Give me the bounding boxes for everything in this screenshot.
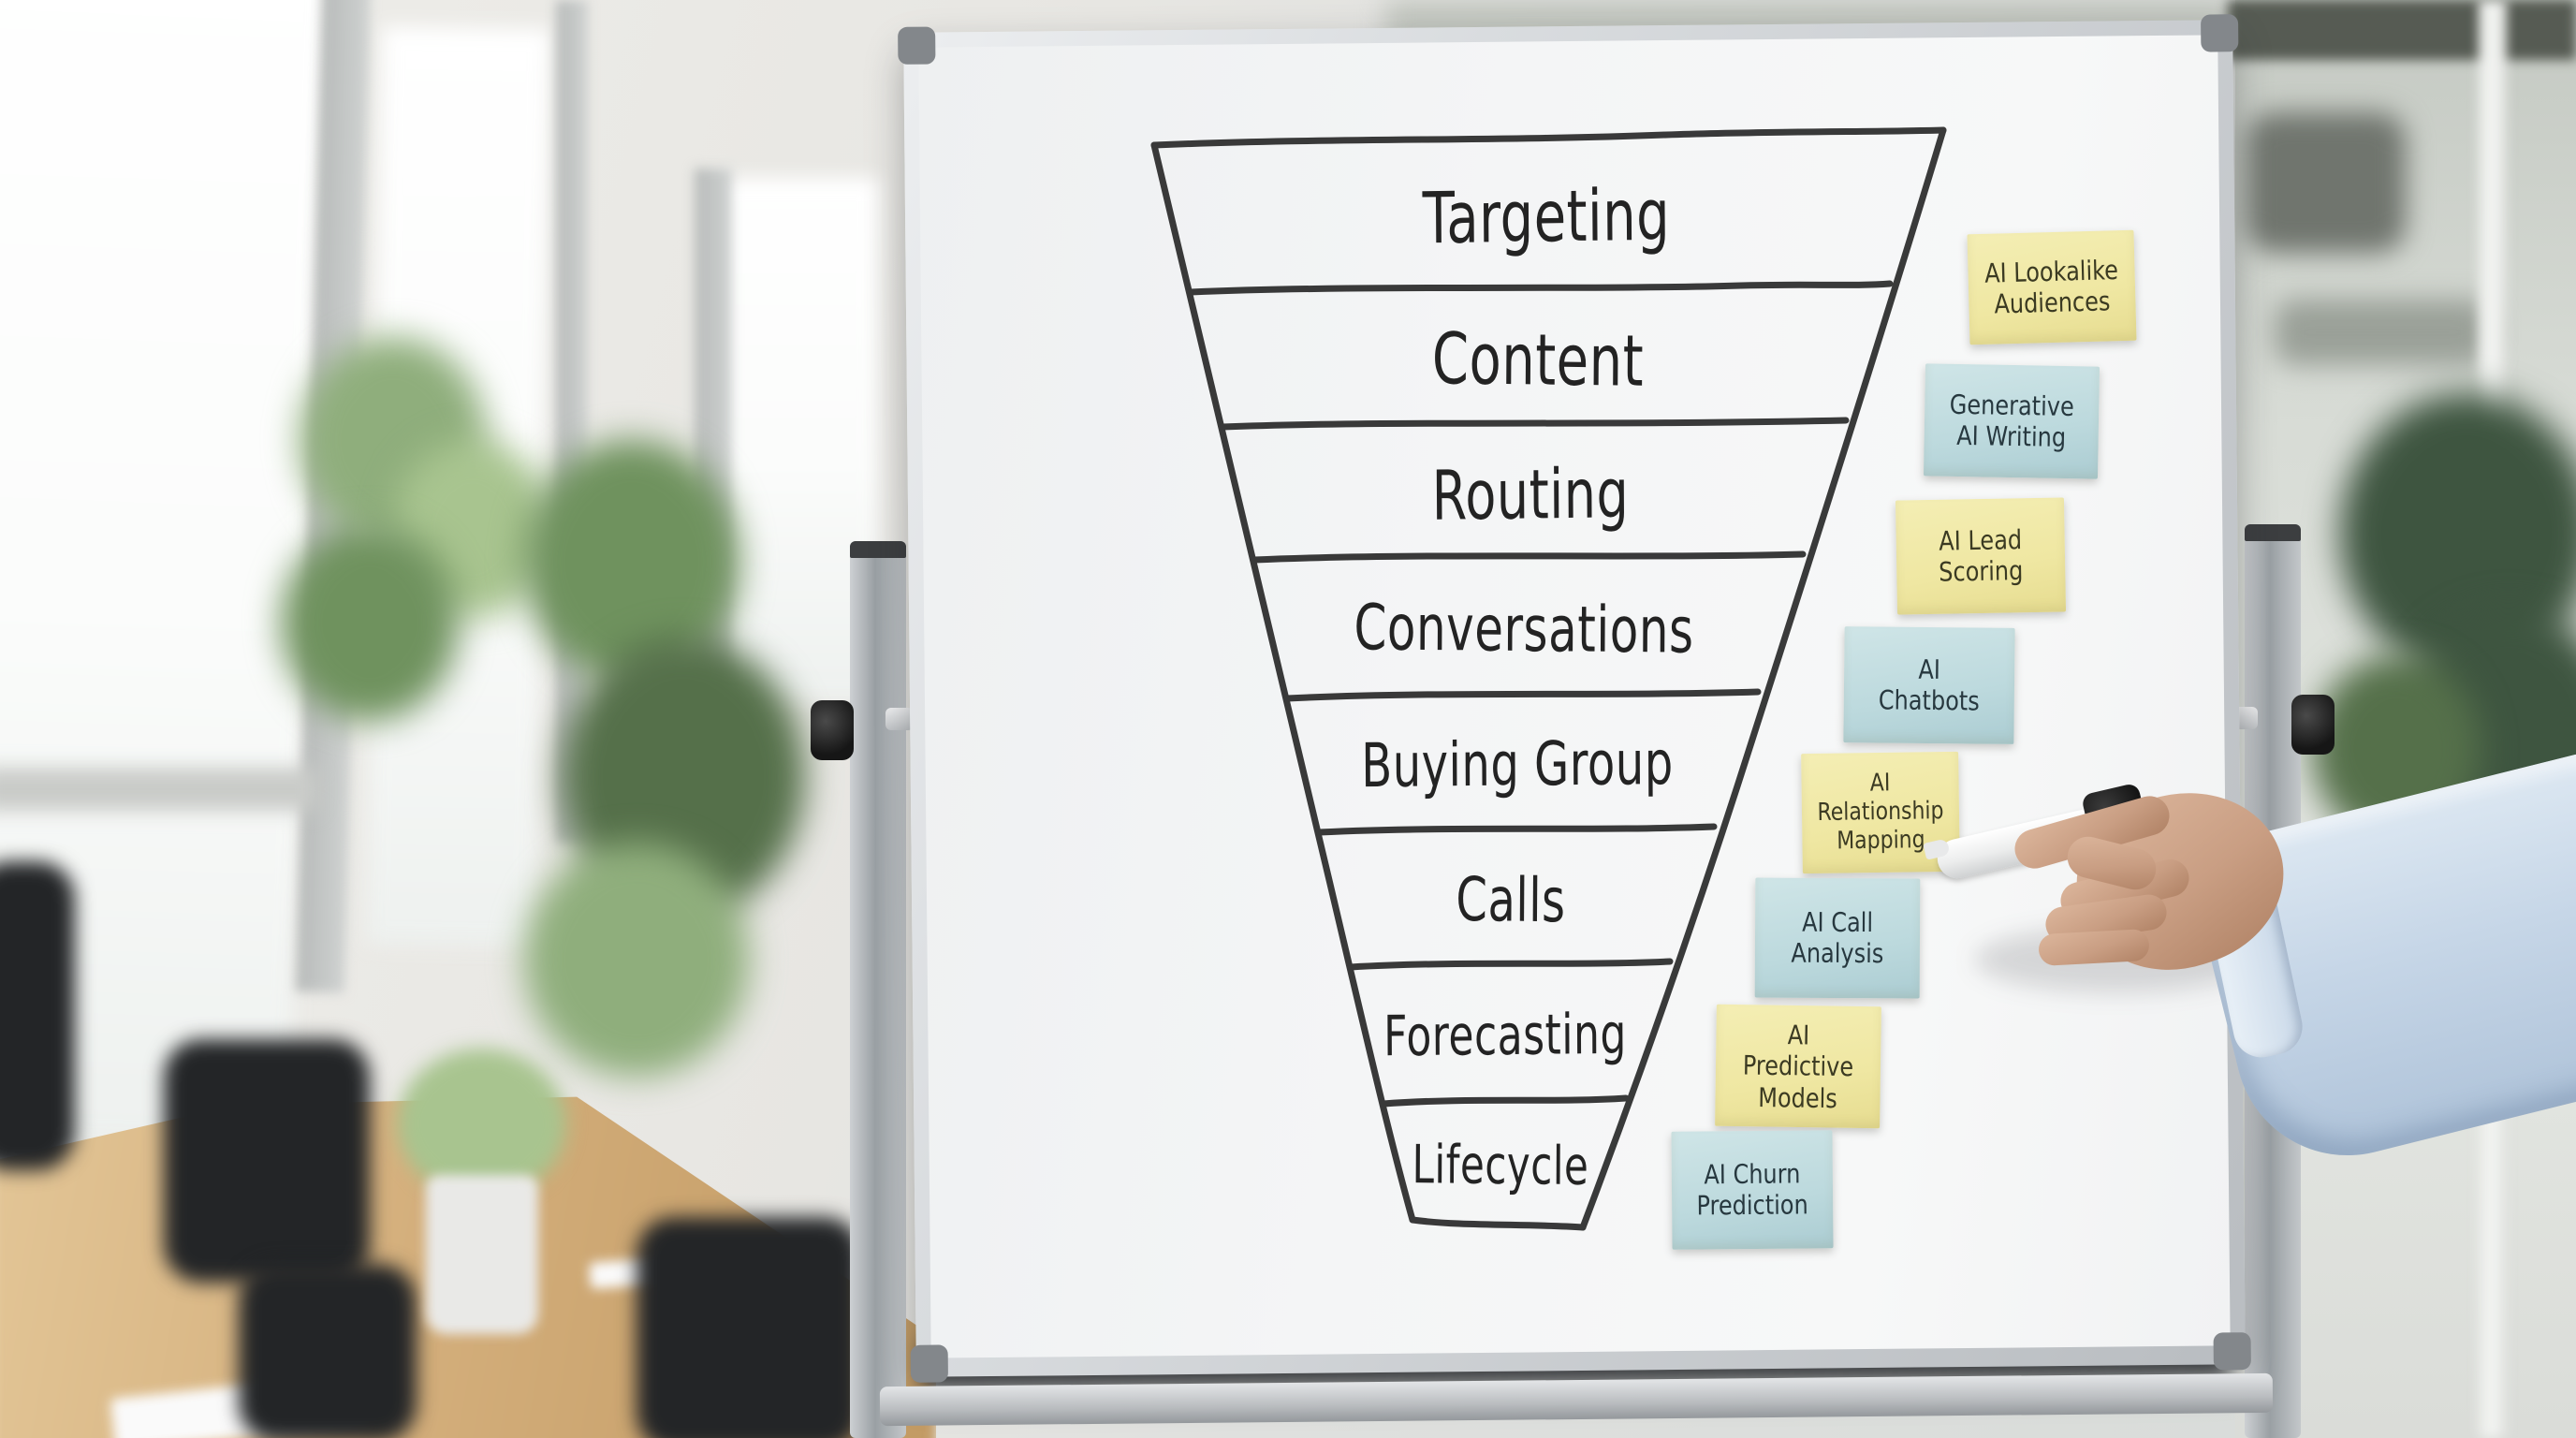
sticky-note-label: Generative AI Writing [1949, 389, 2075, 454]
sticky-note-label: AI Predictive Models [1742, 1019, 1854, 1114]
stand-knob-left [811, 700, 854, 760]
blurred-furniture [2275, 300, 2490, 365]
stand-post-left [850, 541, 906, 1438]
sticky-note-label: AI Lookalike Audiences [1983, 254, 2119, 320]
funnel-stage-label: Conversations [1354, 591, 1694, 668]
funnel-stage-label: Calls [1456, 864, 1566, 937]
stand-knob-right [2291, 695, 2334, 755]
funnel-stage-label: Targeting [1422, 174, 1671, 261]
funnel-stage-label: Routing [1431, 453, 1630, 536]
window-sill [0, 768, 318, 811]
funnel-stage-label: Content [1431, 318, 1645, 404]
plant-tall [524, 843, 749, 1077]
sticky-note: AI Chatbots [1843, 626, 2015, 744]
office-chair [0, 861, 75, 1170]
sticky-note-label: AI Churn Prediction [1696, 1158, 1808, 1222]
plant-pot [426, 1175, 538, 1334]
plant [281, 524, 459, 721]
office-chair [637, 1217, 861, 1438]
funnel-stage-label: Buying Group [1361, 727, 1674, 802]
sticky-note-label: AI Call Analysis [1791, 906, 1884, 970]
sticky-note: AI Call Analysis [1754, 877, 1921, 999]
ceiling-band [2228, 0, 2576, 60]
sticky-note: AI Predictive Models [1715, 1004, 1881, 1129]
stand-post-cap [850, 541, 906, 558]
sticky-note: AI Churn Prediction [1671, 1130, 1834, 1250]
frame-corner [898, 26, 936, 65]
hand-finger [2038, 928, 2150, 967]
frame-corner [2201, 14, 2239, 52]
frame-corner [910, 1344, 948, 1383]
funnel-stage-label: Forecasting [1383, 1002, 1628, 1070]
funnel-stage-label: Lifecycle [1412, 1133, 1589, 1197]
office-chair [239, 1264, 417, 1438]
stand-post-cap [2245, 524, 2301, 541]
blurred-furniture [2247, 112, 2406, 253]
sticky-note: Generative AI Writing [1923, 363, 2100, 479]
sticky-note: AI Lookalike Audiences [1967, 229, 2137, 345]
table-plant [398, 1049, 566, 1198]
stand-pin-left [886, 708, 914, 730]
sticky-note: AI Lead Scoring [1895, 497, 2067, 615]
office-chair [164, 1039, 370, 1283]
sticky-note-label: AI Lead Scoring [1938, 523, 2024, 588]
sticky-note-label: AI Chatbots [1878, 653, 1980, 717]
frame-corner [2213, 1332, 2251, 1371]
